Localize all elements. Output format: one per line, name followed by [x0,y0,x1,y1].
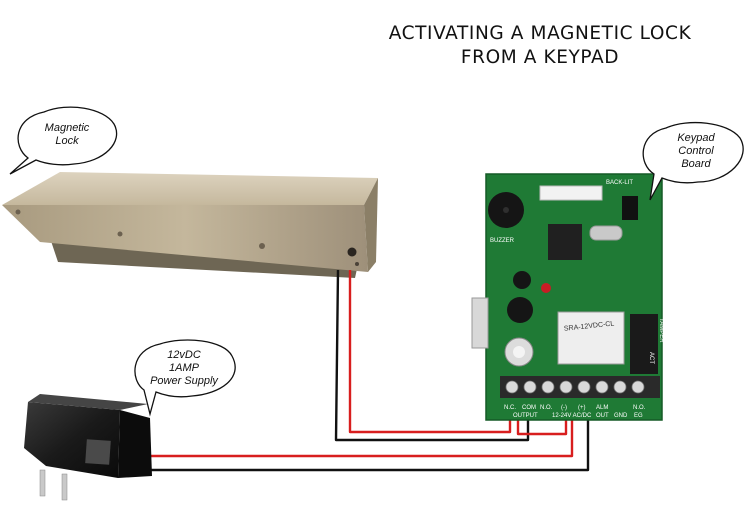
terminal-label: COM [522,405,536,411]
terminal-sub-label: 12-24V AC/DC [552,413,592,419]
callout-power-supply: 12vDC 1AMP Power Supply [136,349,232,388]
callout-line: Lock [55,135,79,147]
tamper-label: TAMPER [658,318,664,343]
capacitor-2 [507,297,533,323]
title-line-2: FROM A KEYPAD [460,47,620,68]
terminal-labels: N.C. COM N.O. (-) (+) ALM GND N.O. OUTPU… [504,405,646,419]
microcontroller-chip [548,224,582,260]
magnetic-lock [2,172,378,278]
callout-line: Control [678,145,714,157]
relay [557,311,625,365]
buzzer-hole [503,207,509,213]
plug-prong-right [61,473,68,501]
keypad-connector [539,185,603,201]
terminal-screw [541,380,555,394]
lock-screw-1 [15,209,21,215]
terminal-sub-label: EG [634,413,643,419]
callout-magnetic-lock: Magnetic Lock [22,122,112,148]
bubble-power-supply [134,339,236,417]
callout-line: Magnetic [44,122,90,134]
callout-line: 12vDC [167,349,201,361]
terminal-sub-label: OUT [596,413,609,419]
wire-lock-red [348,270,512,434]
title-line-1: ACTIVATING A MAGNETIC LOCK [388,23,692,44]
bubble-magnetic-lock [9,106,118,175]
callout-line: Board [681,158,711,170]
callout-line: Keypad [677,132,715,144]
tamper-terminal-block [630,314,658,374]
terminal-screw [631,380,645,394]
terminal-screw [559,380,573,394]
callout-line: Power Supply [150,375,218,387]
terminal-label: (-) [561,405,567,411]
callout-line: 1AMP [169,362,199,374]
adapter-top [28,394,148,410]
adapter-side [118,410,152,478]
top-label: BACK-LIT [606,180,633,186]
pcb-back-panel [471,297,489,349]
lock-front-face [2,205,368,272]
power-adapter [24,394,152,501]
plug-prong-left [39,469,46,497]
terminal-label: N.O. [633,405,646,411]
callout-keypad-board: Keypad Control Board [648,132,744,171]
diagram-title: ACTIVATING A MAGNETIC LOCK FROM A KEYPAD [350,22,730,70]
terminal-label: (+) [578,405,586,411]
terminal-screw [505,380,519,394]
capacitor-3-top [513,346,525,358]
adapter-label-strip [85,439,111,465]
lock-wire-port [347,247,357,257]
adapter-body [24,402,120,478]
terminal-label: N.O. [540,405,553,411]
wire-psu-red [148,412,574,458]
lock-screw-2 [117,231,123,237]
terminal-screw [523,380,537,394]
buzzer-label: BUZZER [490,238,515,244]
wiring [148,269,590,472]
terminal-screw [613,380,627,394]
wire-psu-black [148,412,590,472]
lock-end-face [364,178,378,272]
terminal-label: ALM [596,405,608,411]
act-label: ACT [648,352,654,364]
lock-screw-3 [259,243,265,249]
terminal-sub-label: OUTPUT [513,413,538,419]
lock-top-face [2,172,378,205]
wire-link-red [516,412,568,436]
terminal-screw [577,380,591,394]
terminal-screws [505,380,645,394]
crystal [589,225,623,241]
terminal-label: GND [614,413,628,419]
lock-screw-4 [355,262,359,266]
capacitor-1 [513,271,531,289]
keypad-control-board: SRA-12VDC-CL BACK-LIT BUZZER TAMPER ACT … [471,173,664,421]
bubble-keypad-board [642,121,744,201]
terminal-label: N.C. [504,405,516,411]
callout-bubbles [9,106,744,417]
wire-lock-black [334,269,530,442]
tamper-switch [622,196,638,220]
terminal-screw [595,380,609,394]
led-red [541,283,551,293]
